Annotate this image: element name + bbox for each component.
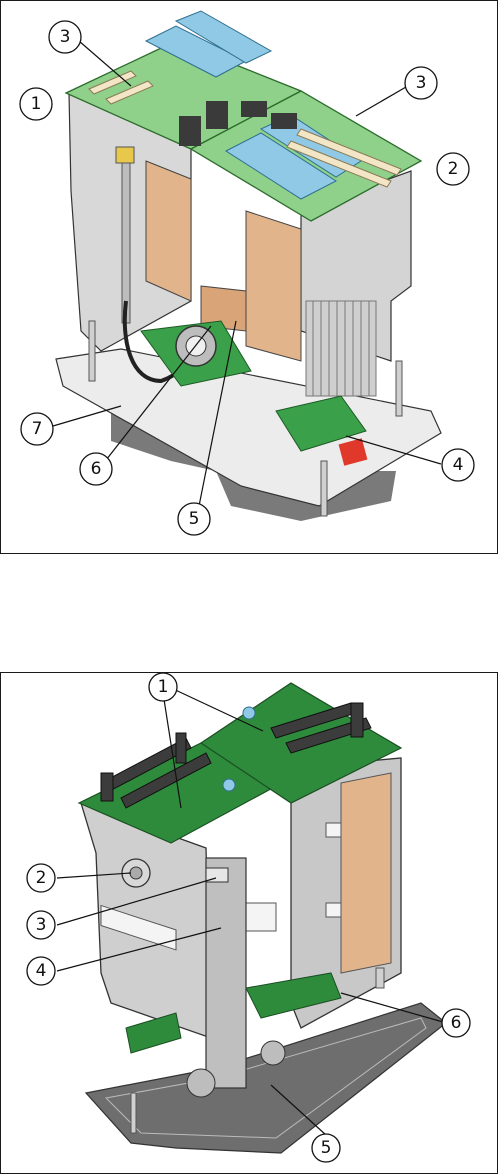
callout-label: 2 xyxy=(36,868,47,888)
callout-label: 3 xyxy=(36,915,47,935)
callout-label: 6 xyxy=(451,1013,462,1033)
callout-marker: 3 xyxy=(27,911,55,939)
fan xyxy=(261,1041,285,1065)
callout-marker: 1 xyxy=(20,88,52,120)
callout-marker: 4 xyxy=(442,449,474,481)
standoff-blue xyxy=(223,779,235,791)
figure-top-panel: 1 2 3 3 4 5 6 7 xyxy=(0,0,498,554)
callout-marker: 1 xyxy=(149,673,177,701)
callout-marker: 4 xyxy=(27,957,55,985)
callout-label: 5 xyxy=(189,509,200,529)
leader-line xyxy=(53,406,121,426)
callout-marker: 5 xyxy=(312,1134,340,1162)
vertical-rod xyxy=(122,163,130,323)
callout-marker: 6 xyxy=(80,453,112,485)
center-column xyxy=(206,858,246,1088)
adjust-knob-center xyxy=(130,867,142,879)
lower-pcb-left xyxy=(126,1013,181,1053)
callout-marker: 5 xyxy=(178,503,210,535)
standoff-blue xyxy=(243,707,255,719)
copper-plate-center xyxy=(246,211,301,361)
callout-marker: 3 xyxy=(49,21,81,53)
callout-label: 3 xyxy=(60,27,71,47)
copper-panel xyxy=(341,773,391,973)
callout-label: 1 xyxy=(31,94,42,114)
figure-bottom-panel: 1 2 3 4 5 6 xyxy=(0,672,498,1174)
callout-label: 3 xyxy=(416,73,427,93)
callout-label: 4 xyxy=(36,961,47,981)
figure-bottom-illustration: 1 2 3 4 5 6 xyxy=(1,673,499,1175)
fan xyxy=(187,1069,215,1097)
callout-label: 7 xyxy=(32,419,43,439)
callout-marker: 2 xyxy=(437,153,469,185)
callout-marker: 2 xyxy=(27,864,55,892)
copper-plate-left xyxy=(146,161,191,301)
heat-sink xyxy=(306,301,376,396)
figure-top-illustration: 1 2 3 3 4 5 6 7 xyxy=(1,1,499,555)
yellow-connector xyxy=(116,147,134,163)
callout-label: 4 xyxy=(453,455,464,475)
callout-marker: 6 xyxy=(442,1009,470,1037)
callout-label: 2 xyxy=(448,159,459,179)
callout-marker: 3 xyxy=(405,67,437,99)
callout-label: 6 xyxy=(91,459,102,479)
leader-line xyxy=(356,87,406,116)
callout-label: 5 xyxy=(321,1138,332,1158)
callout-marker: 7 xyxy=(21,413,53,445)
callout-label: 1 xyxy=(158,677,169,697)
